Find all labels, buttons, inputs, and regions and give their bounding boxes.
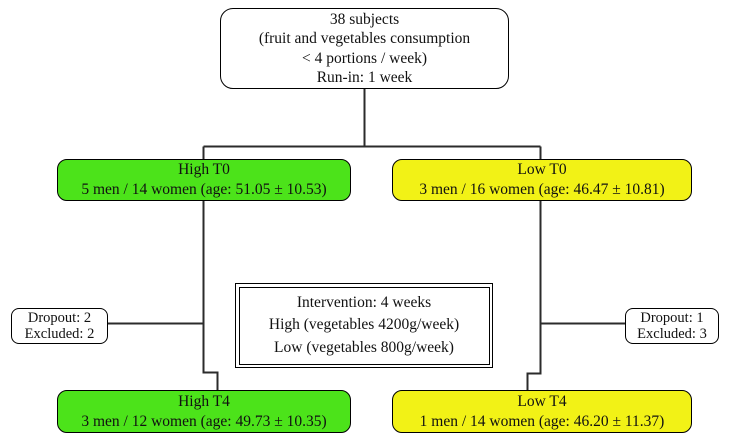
dropout-low-box: Dropout: 1 Excluded: 3 bbox=[625, 308, 719, 344]
high-t4-box: High T4 3 men / 12 women (age: 49.73 ± 1… bbox=[57, 390, 351, 433]
intervention-line-2: High (vegetables 4200g/week) bbox=[268, 316, 460, 334]
enrollment-line-1: 38 subjects bbox=[329, 11, 400, 29]
high-t4-title: High T4 bbox=[178, 392, 230, 410]
intervention-line-3: Low (vegetables 800g/week) bbox=[274, 339, 454, 357]
intervention-line-1: Intervention: 4 weeks bbox=[296, 293, 432, 311]
dropout-high-line-2: Excluded: 2 bbox=[24, 326, 95, 342]
high-t0-box: High T0 5 men / 14 women (age: 51.05 ± 1… bbox=[57, 159, 351, 201]
high-t0-detail: 5 men / 14 women (age: 51.05 ± 10.53) bbox=[81, 181, 327, 198]
enrollment-line-4: Run-in: 1 week bbox=[316, 68, 413, 86]
dropout-high-box: Dropout: 2 Excluded: 2 bbox=[11, 308, 108, 344]
low-t4-title: Low T4 bbox=[517, 392, 567, 410]
high-t0-title: High T0 bbox=[178, 161, 230, 178]
enrollment-line-2: (fruit and vegetables consumption bbox=[258, 30, 471, 48]
intervention-box: Intervention: 4 weeks High (vegetables 4… bbox=[235, 283, 493, 368]
dropout-low-line-2: Excluded: 3 bbox=[637, 326, 707, 342]
enrollment-line-3: < 4 portions / week) bbox=[302, 49, 427, 67]
dropout-high-line-1: Dropout: 2 bbox=[27, 309, 92, 326]
connector-high-t0-to-t4 bbox=[202, 200, 219, 391]
low-t0-box: Low T0 3 men / 16 women (age: 46.47 ± 10… bbox=[392, 159, 692, 201]
high-t4-detail: 3 men / 12 women (age: 49.73 ± 10.35) bbox=[81, 412, 327, 430]
enrollment-box: 38 subjects (fruit and vegetables consum… bbox=[220, 8, 509, 89]
low-t4-box: Low T4 1 men / 14 women (age: 46.20 ± 11… bbox=[392, 390, 692, 433]
intervention-box-inner: Intervention: 4 weeks High (vegetables 4… bbox=[238, 286, 490, 365]
dropout-low-line-1: Dropout: 1 bbox=[640, 309, 704, 326]
connector-low-t0-to-t4 bbox=[526, 200, 542, 391]
low-t4-detail: 1 men / 14 women (age: 46.20 ± 11.37) bbox=[419, 412, 665, 430]
low-t0-detail: 3 men / 16 women (age: 46.47 ± 10.81) bbox=[419, 181, 665, 198]
low-t0-title: Low T0 bbox=[517, 161, 567, 178]
